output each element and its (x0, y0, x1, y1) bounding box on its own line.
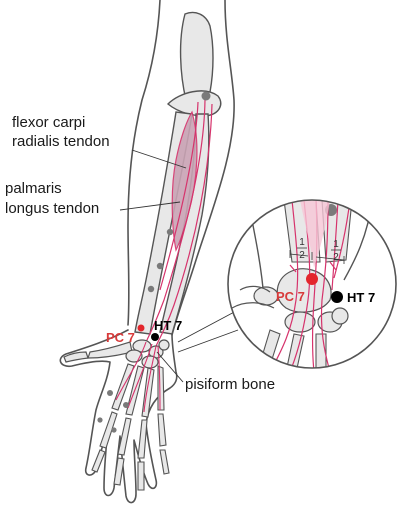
ht7-point-dot (151, 333, 159, 341)
ht7-zoom-label: HT 7 (347, 290, 375, 305)
ht7-label: HT 7 (154, 318, 182, 333)
fraction-left: 1 2 (297, 237, 307, 261)
fraction-left-denominator: 2 (299, 250, 305, 261)
acupoint-labels: PC 7 HT 7 PC 7 HT 7 (106, 289, 375, 345)
label-pisiform-bone: pisiform bone (185, 376, 275, 393)
hand-point-markers (97, 390, 129, 433)
label-palmaris-line2: longus tendon (5, 200, 99, 217)
elbow-bones (166, 11, 222, 117)
forearm-outline (127, 0, 235, 336)
hand-tendons (115, 341, 161, 413)
fraction-left-numerator: 1 (299, 237, 305, 248)
pc7-label: PC 7 (106, 330, 135, 345)
label-flexor-carpi-line1: flexor carpi (12, 114, 85, 131)
zoom-circle-border (227, 199, 397, 369)
forearm-bones (134, 111, 210, 335)
label-flexor-carpi-line2: radialis tendon (12, 133, 110, 150)
finger-phalanges (91, 411, 170, 491)
pc7-point-dot (137, 324, 145, 332)
metacarpal-bones (111, 363, 165, 418)
main-acupoints (137, 324, 159, 341)
fraction-right-numerator: 1 (333, 239, 339, 250)
fraction-right: 1 2 (331, 239, 341, 263)
thumb-bones (63, 341, 133, 363)
zoom-inset: 1 2 1 2 (227, 199, 397, 369)
forearm-tendons (145, 99, 213, 347)
pc7-zoom-label: PC 7 (276, 289, 305, 304)
pc7-zoom-dot (306, 273, 318, 285)
flexor-muscle (171, 110, 198, 252)
anatomy-labels: flexor carpi radialis tendon palmaris lo… (5, 114, 275, 393)
label-palmaris-line1: palmaris (5, 180, 62, 197)
leader-lines (119, 149, 239, 383)
fraction-right-denominator: 2 (333, 252, 339, 263)
ht7-zoom-dot (331, 291, 343, 303)
forearm-point-markers (147, 91, 211, 293)
